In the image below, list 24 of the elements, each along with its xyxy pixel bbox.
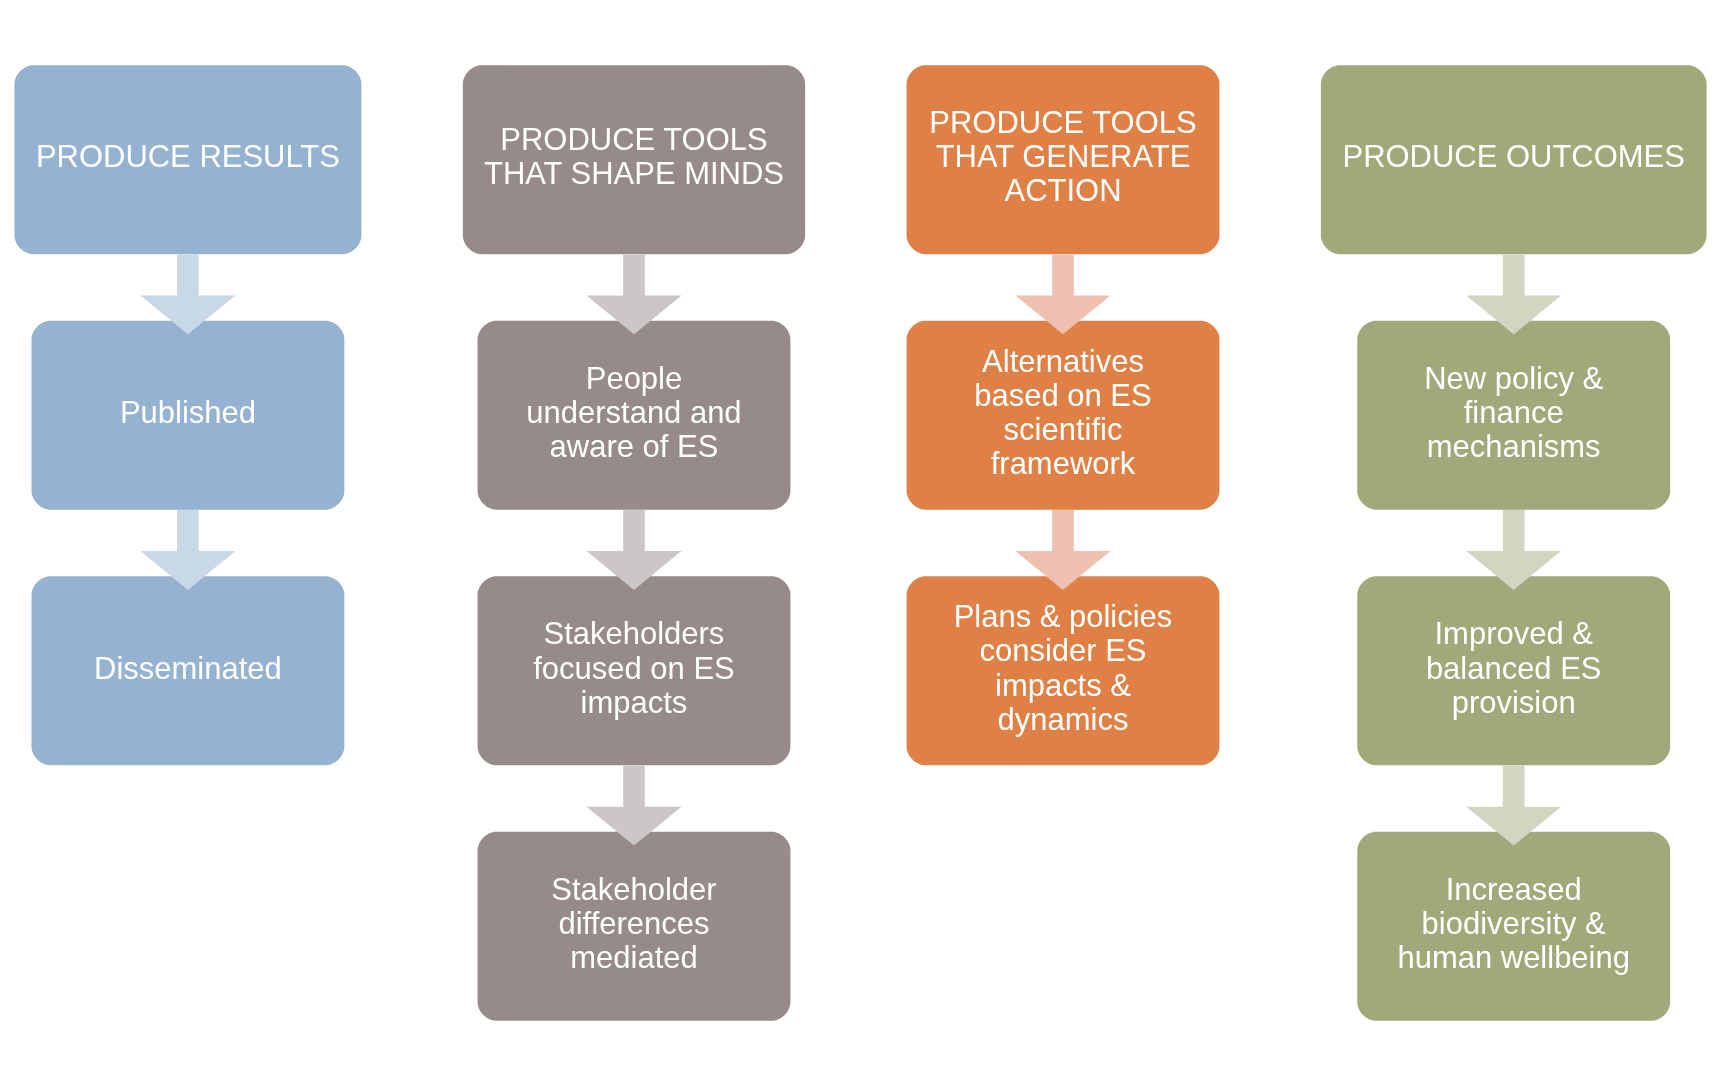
node-box: Plans & policies consider ES impacts & dynamics: [906, 576, 1220, 766]
arrow: [140, 254, 236, 335]
node-box: Increased biodiversity & human wellbeing: [1357, 831, 1671, 1021]
node-box: Stakeholder differences mediated: [477, 831, 791, 1021]
node-box: Alternatives based on ES scientific framework: [906, 320, 1220, 510]
arrow: [1466, 254, 1562, 335]
node-box: Published: [31, 320, 345, 510]
node-box: PRODUCE TOOLS THAT SHAPE MINDS: [462, 65, 806, 255]
node-box: PRODUCE TOOLS THAT GENERATE ACTION: [906, 65, 1220, 255]
node-box: Disseminated: [31, 576, 345, 766]
node-box: PRODUCE OUTCOMES: [1320, 65, 1707, 255]
arrow: [586, 510, 682, 590]
node-box: Stakeholders focused on ES impacts: [477, 576, 791, 766]
arrow: [1015, 510, 1111, 590]
node-box: New policy & finance mechanisms: [1357, 320, 1671, 510]
arrow: [1015, 254, 1111, 335]
arrow: [1466, 765, 1562, 846]
arrow: [140, 510, 236, 590]
node-box: PRODUCE RESULTS: [14, 65, 362, 255]
node-box: Improved & balanced ES provision: [1357, 576, 1671, 766]
arrow: [1466, 510, 1562, 590]
arrow: [586, 254, 682, 335]
node-box: People understand and aware of ES: [477, 320, 791, 510]
arrow: [586, 765, 682, 846]
